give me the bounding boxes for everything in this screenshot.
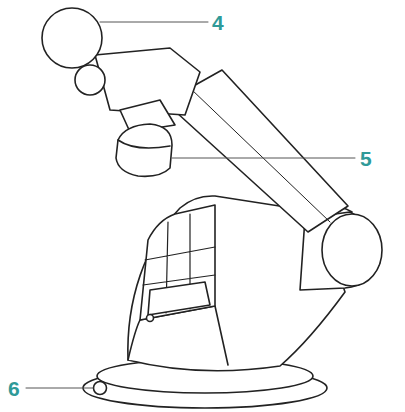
callout-number: 6 [8,378,20,399]
holder-head [42,8,200,132]
adjust-knob [116,124,172,176]
callout-number: 4 [212,12,224,33]
release-tab [94,382,107,395]
leader-lines [26,22,355,388]
ball-joint [42,8,102,68]
callout-number: 5 [360,148,372,169]
